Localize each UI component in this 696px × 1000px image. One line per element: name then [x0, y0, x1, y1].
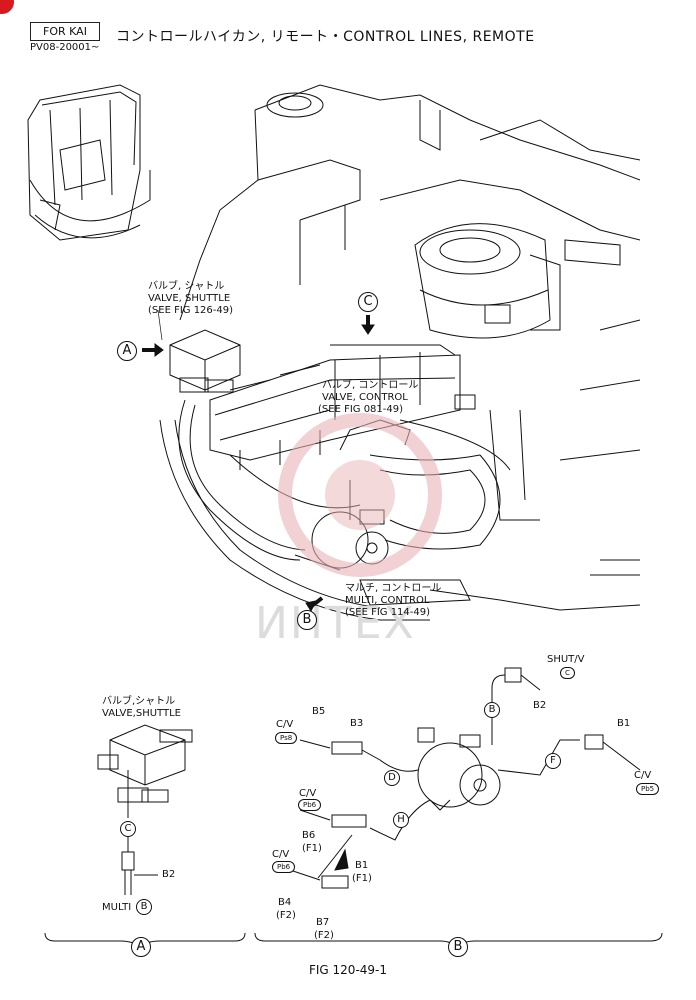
shut-v-label: SHUT/V	[547, 654, 585, 665]
shut-v-c: C	[560, 667, 575, 679]
b6-f1: (F1)	[302, 843, 322, 854]
conn-f: F	[545, 753, 561, 769]
watermark-text: ИНТЕХ	[255, 598, 416, 649]
detail-a-en: VALVE,SHUTTLE	[102, 708, 181, 719]
detail-a-jp: バルブ,シャトル	[102, 696, 176, 707]
detail-a-b2: B2	[162, 869, 176, 880]
callout-a: A	[117, 341, 137, 361]
cv-low: C/V	[272, 849, 290, 860]
shuttle-valve-ref: (SEE FIG 126-49)	[148, 305, 234, 316]
ps8-oval: Ps8	[275, 732, 298, 744]
multi-control-jp: マルチ, コントロール	[345, 583, 442, 594]
section-a: A	[131, 937, 151, 957]
swing-motor	[414, 223, 561, 339]
detail-a-multi-b: B	[136, 899, 152, 915]
conn-d: D	[384, 770, 400, 786]
detail-a-multi: MULTI	[102, 902, 132, 913]
detail-b-hoses	[289, 667, 641, 889]
model-box: FOR KAI	[30, 22, 100, 41]
detail-a-conn-c: C	[120, 821, 136, 837]
cv-left: C/V	[276, 719, 294, 730]
b4-label: B4	[278, 897, 292, 908]
serial-range: PV08-20001~	[30, 42, 100, 53]
b7-label: B7	[316, 917, 330, 928]
b2-label: B2	[533, 700, 547, 711]
b1-f1: (F1)	[352, 873, 372, 884]
b3-label: B3	[350, 718, 364, 729]
figure-number: FIG 120-49-1	[308, 963, 388, 977]
callout-b: B	[297, 610, 317, 630]
conn-h: H	[393, 812, 409, 828]
b1-top-label: B1	[617, 718, 631, 729]
shuttle-valve-main	[169, 329, 241, 393]
callout-c: C	[358, 292, 378, 312]
control-valve-en: VALVE, CONTROL	[322, 392, 408, 403]
b7-f2: (F2)	[314, 930, 334, 941]
section-b: B	[448, 937, 468, 957]
b4-f2: (F2)	[276, 910, 296, 921]
cv-right: C/V	[634, 770, 652, 781]
shuttle-valve-jp: バルブ, シャトル	[148, 281, 225, 292]
shuttle-valve-detail	[97, 724, 193, 895]
page-title: コントロールハイカン, リモート・CONTROL LINES, REMOTE	[116, 29, 535, 45]
multi-control-en: MULTI, CONTROL	[345, 595, 430, 606]
control-valve-ref: (SEE FIG 081-49)	[318, 404, 404, 415]
pb5-oval: Pb5	[636, 783, 660, 795]
cv-mid: C/V	[299, 788, 317, 799]
shuttle-valve-en: VALVE, SHUTTLE	[148, 293, 231, 304]
pb6-oval-1: Pb6	[298, 799, 322, 811]
pb6-oval-2: Pb6	[272, 861, 296, 873]
conn-b: B	[484, 702, 500, 718]
b1-mid-label: B1	[355, 860, 369, 871]
b5-label: B5	[312, 706, 326, 717]
b6-label: B6	[302, 830, 316, 841]
multi-control-detail	[417, 727, 501, 811]
multi-control-ref: (SEE FIG 114-49)	[345, 607, 431, 618]
control-valve-jp: バルブ, コントロール	[322, 380, 419, 391]
watermark-logo	[278, 413, 442, 577]
cab-icon	[27, 84, 151, 241]
